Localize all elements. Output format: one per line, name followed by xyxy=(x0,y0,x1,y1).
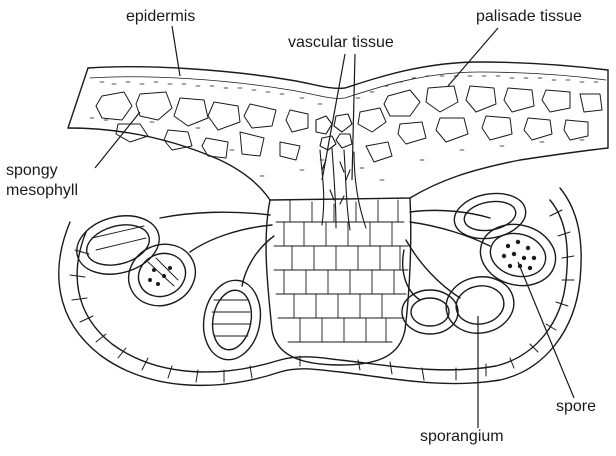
label-sporangium: sporangium xyxy=(420,428,504,446)
label-vascular-tissue: vascular tissue xyxy=(288,34,394,52)
label-palisade-tissue: palisade tissue xyxy=(476,8,582,26)
vascular-tissue-leader-left xyxy=(322,54,345,180)
sporangia-right xyxy=(402,188,562,338)
label-spongy-line2: mesophyll xyxy=(6,182,78,200)
spongy-mesophyll-cells-left xyxy=(96,92,308,160)
sporangia-left xyxy=(70,207,274,364)
label-spongy-line1: spongy xyxy=(6,162,58,180)
spongy-mesophyll-cells-right xyxy=(358,86,602,162)
receptacle-cells xyxy=(274,200,408,342)
leaf-upper-epidermis xyxy=(88,62,608,88)
leaf-left-cut-edge xyxy=(68,68,88,128)
leaf-lower-epidermis xyxy=(68,128,608,200)
spores xyxy=(148,240,536,286)
spongy-mesophyll-leader xyxy=(95,112,140,168)
label-spore: spore xyxy=(556,398,596,416)
receptacle-outline xyxy=(266,198,411,365)
label-epidermis: epidermis xyxy=(126,8,195,26)
palisade-tissue-leader xyxy=(448,28,498,86)
